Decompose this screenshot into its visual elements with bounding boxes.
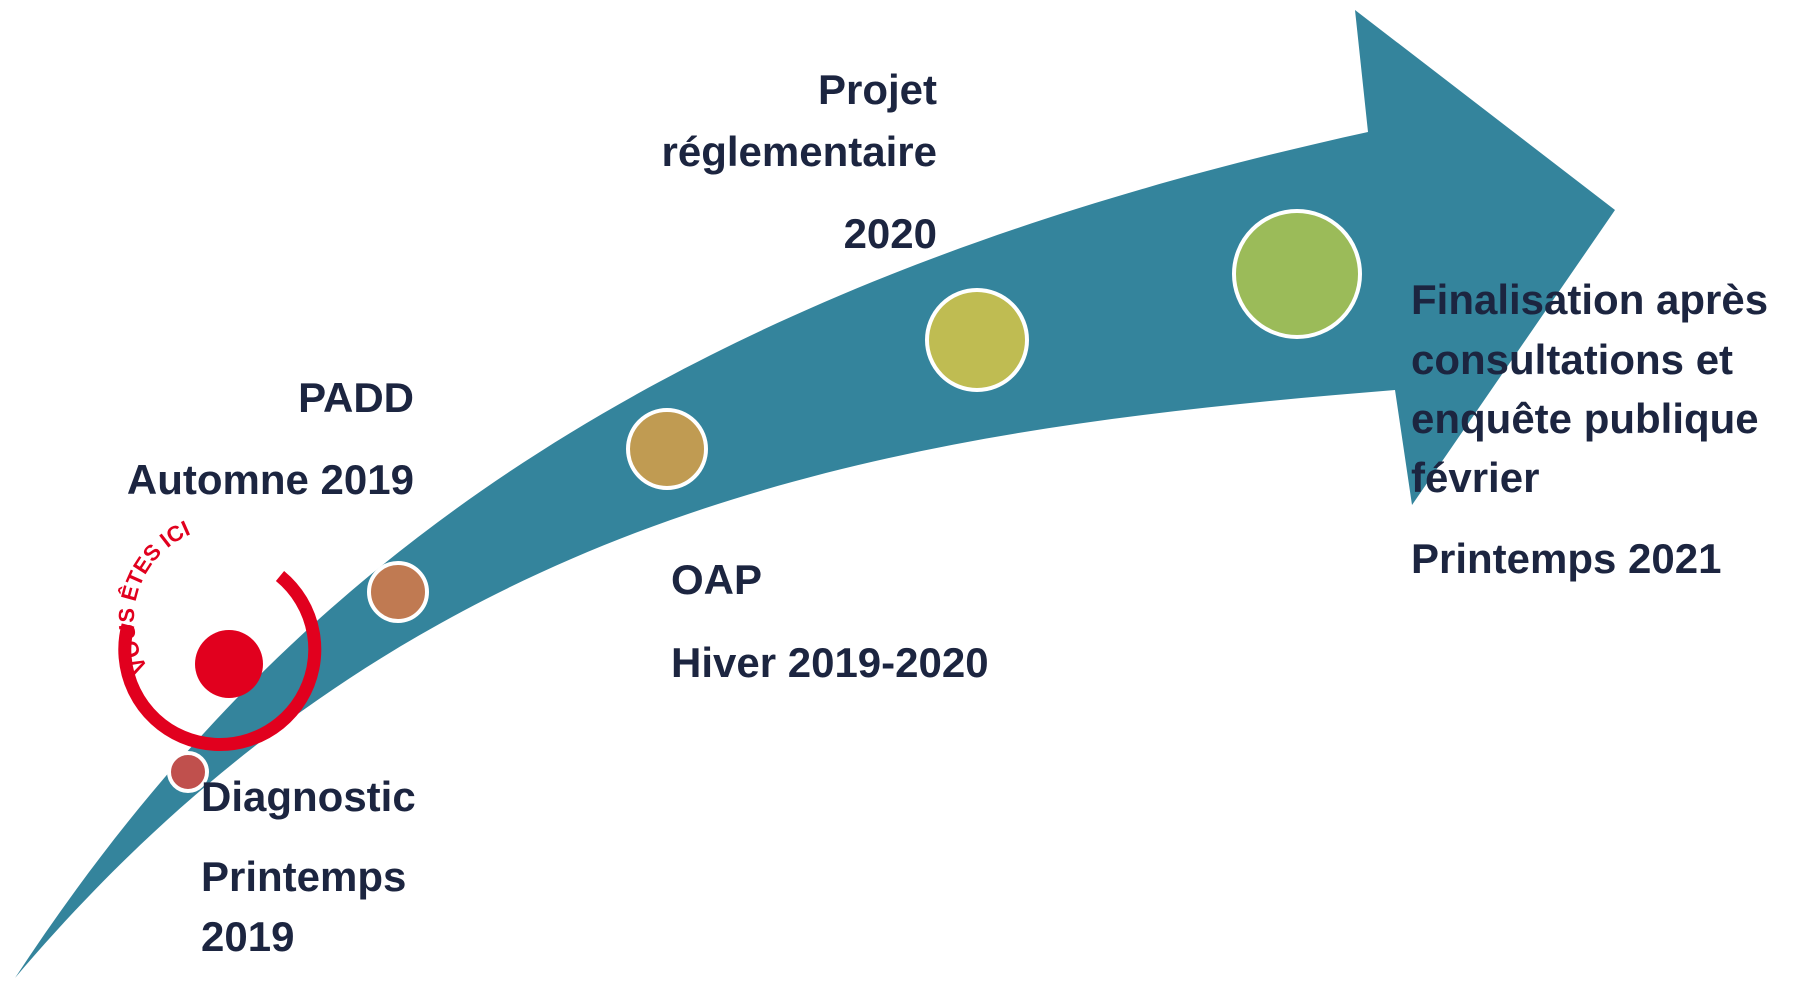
milestone-projet-name-line1: Projet [817,66,937,113]
milestone-diagnostic-date-line2: 2019 [201,913,295,960]
milestone-oap-name: OAP [671,556,763,603]
you-are-here-marker: VOUS ÊTES ICI [114,516,322,751]
dot-diagnostic [167,751,209,793]
milestone-final-name-line2: consultations et [1411,336,1734,383]
milestone-padd-date: Automne 2019 [126,456,414,503]
marker-ring [118,570,322,751]
milestone-final-name-line4: février [1411,454,1540,501]
dot-final [1232,209,1362,339]
marker-dot [195,630,263,698]
milestone-padd-name: PADD [298,374,414,421]
milestone-diagnostic-name: Diagnostic [201,773,416,820]
milestone-final-date: Printemps 2021 [1411,535,1722,582]
milestone-final-name-line3: enquête publique [1411,395,1759,442]
milestone-oap-date: Hiver 2019-2020 [671,639,989,686]
timeline-arrow [15,10,1615,978]
milestone-projet-name-line2: réglementaire [661,128,937,175]
dot-padd [367,561,429,623]
dot-projet [925,288,1029,392]
marker-arc-label: VOUS ÊTES ICI [114,516,194,678]
milestone-diagnostic-date-line1: Printemps [201,853,407,900]
milestone-final-name-line1: Finalisation après [1411,276,1769,323]
dot-oap [626,408,708,490]
milestone-projet-date: 2020 [843,210,937,257]
